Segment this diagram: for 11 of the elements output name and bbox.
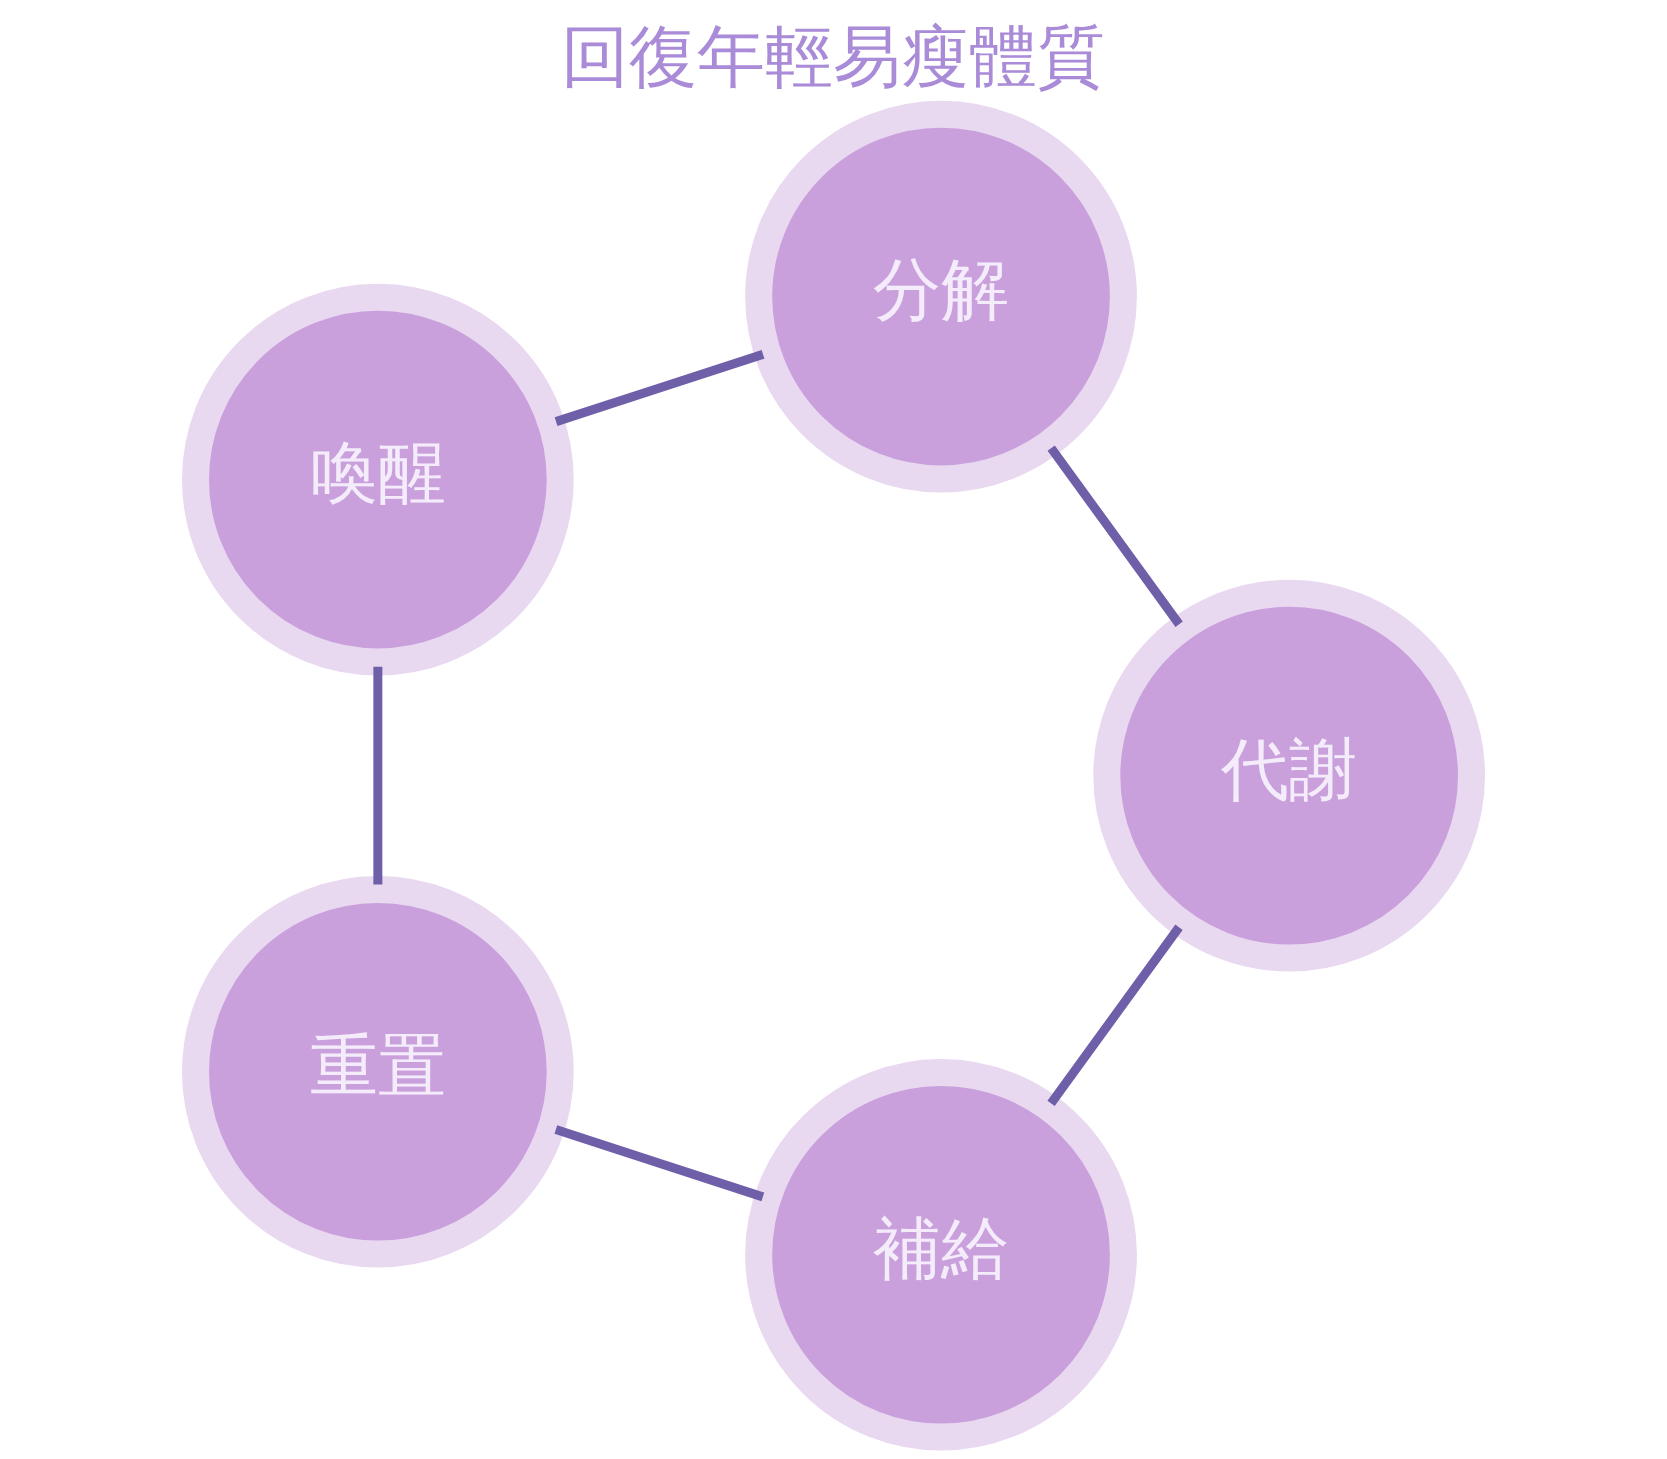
node-circle: 補給 bbox=[745, 1058, 1137, 1451]
node-circle: 代謝 bbox=[1093, 579, 1485, 972]
connector bbox=[373, 666, 383, 885]
connector bbox=[554, 1125, 765, 1202]
connector bbox=[1047, 924, 1183, 1106]
node-circle: 重置 bbox=[182, 875, 574, 1268]
connector bbox=[554, 350, 765, 426]
diagram-title: 回復年輕易瘦體質 bbox=[561, 17, 1106, 97]
connector bbox=[1047, 445, 1183, 627]
node-circle: 喚醒 bbox=[182, 283, 574, 676]
node-circle: 分解 bbox=[745, 100, 1137, 493]
